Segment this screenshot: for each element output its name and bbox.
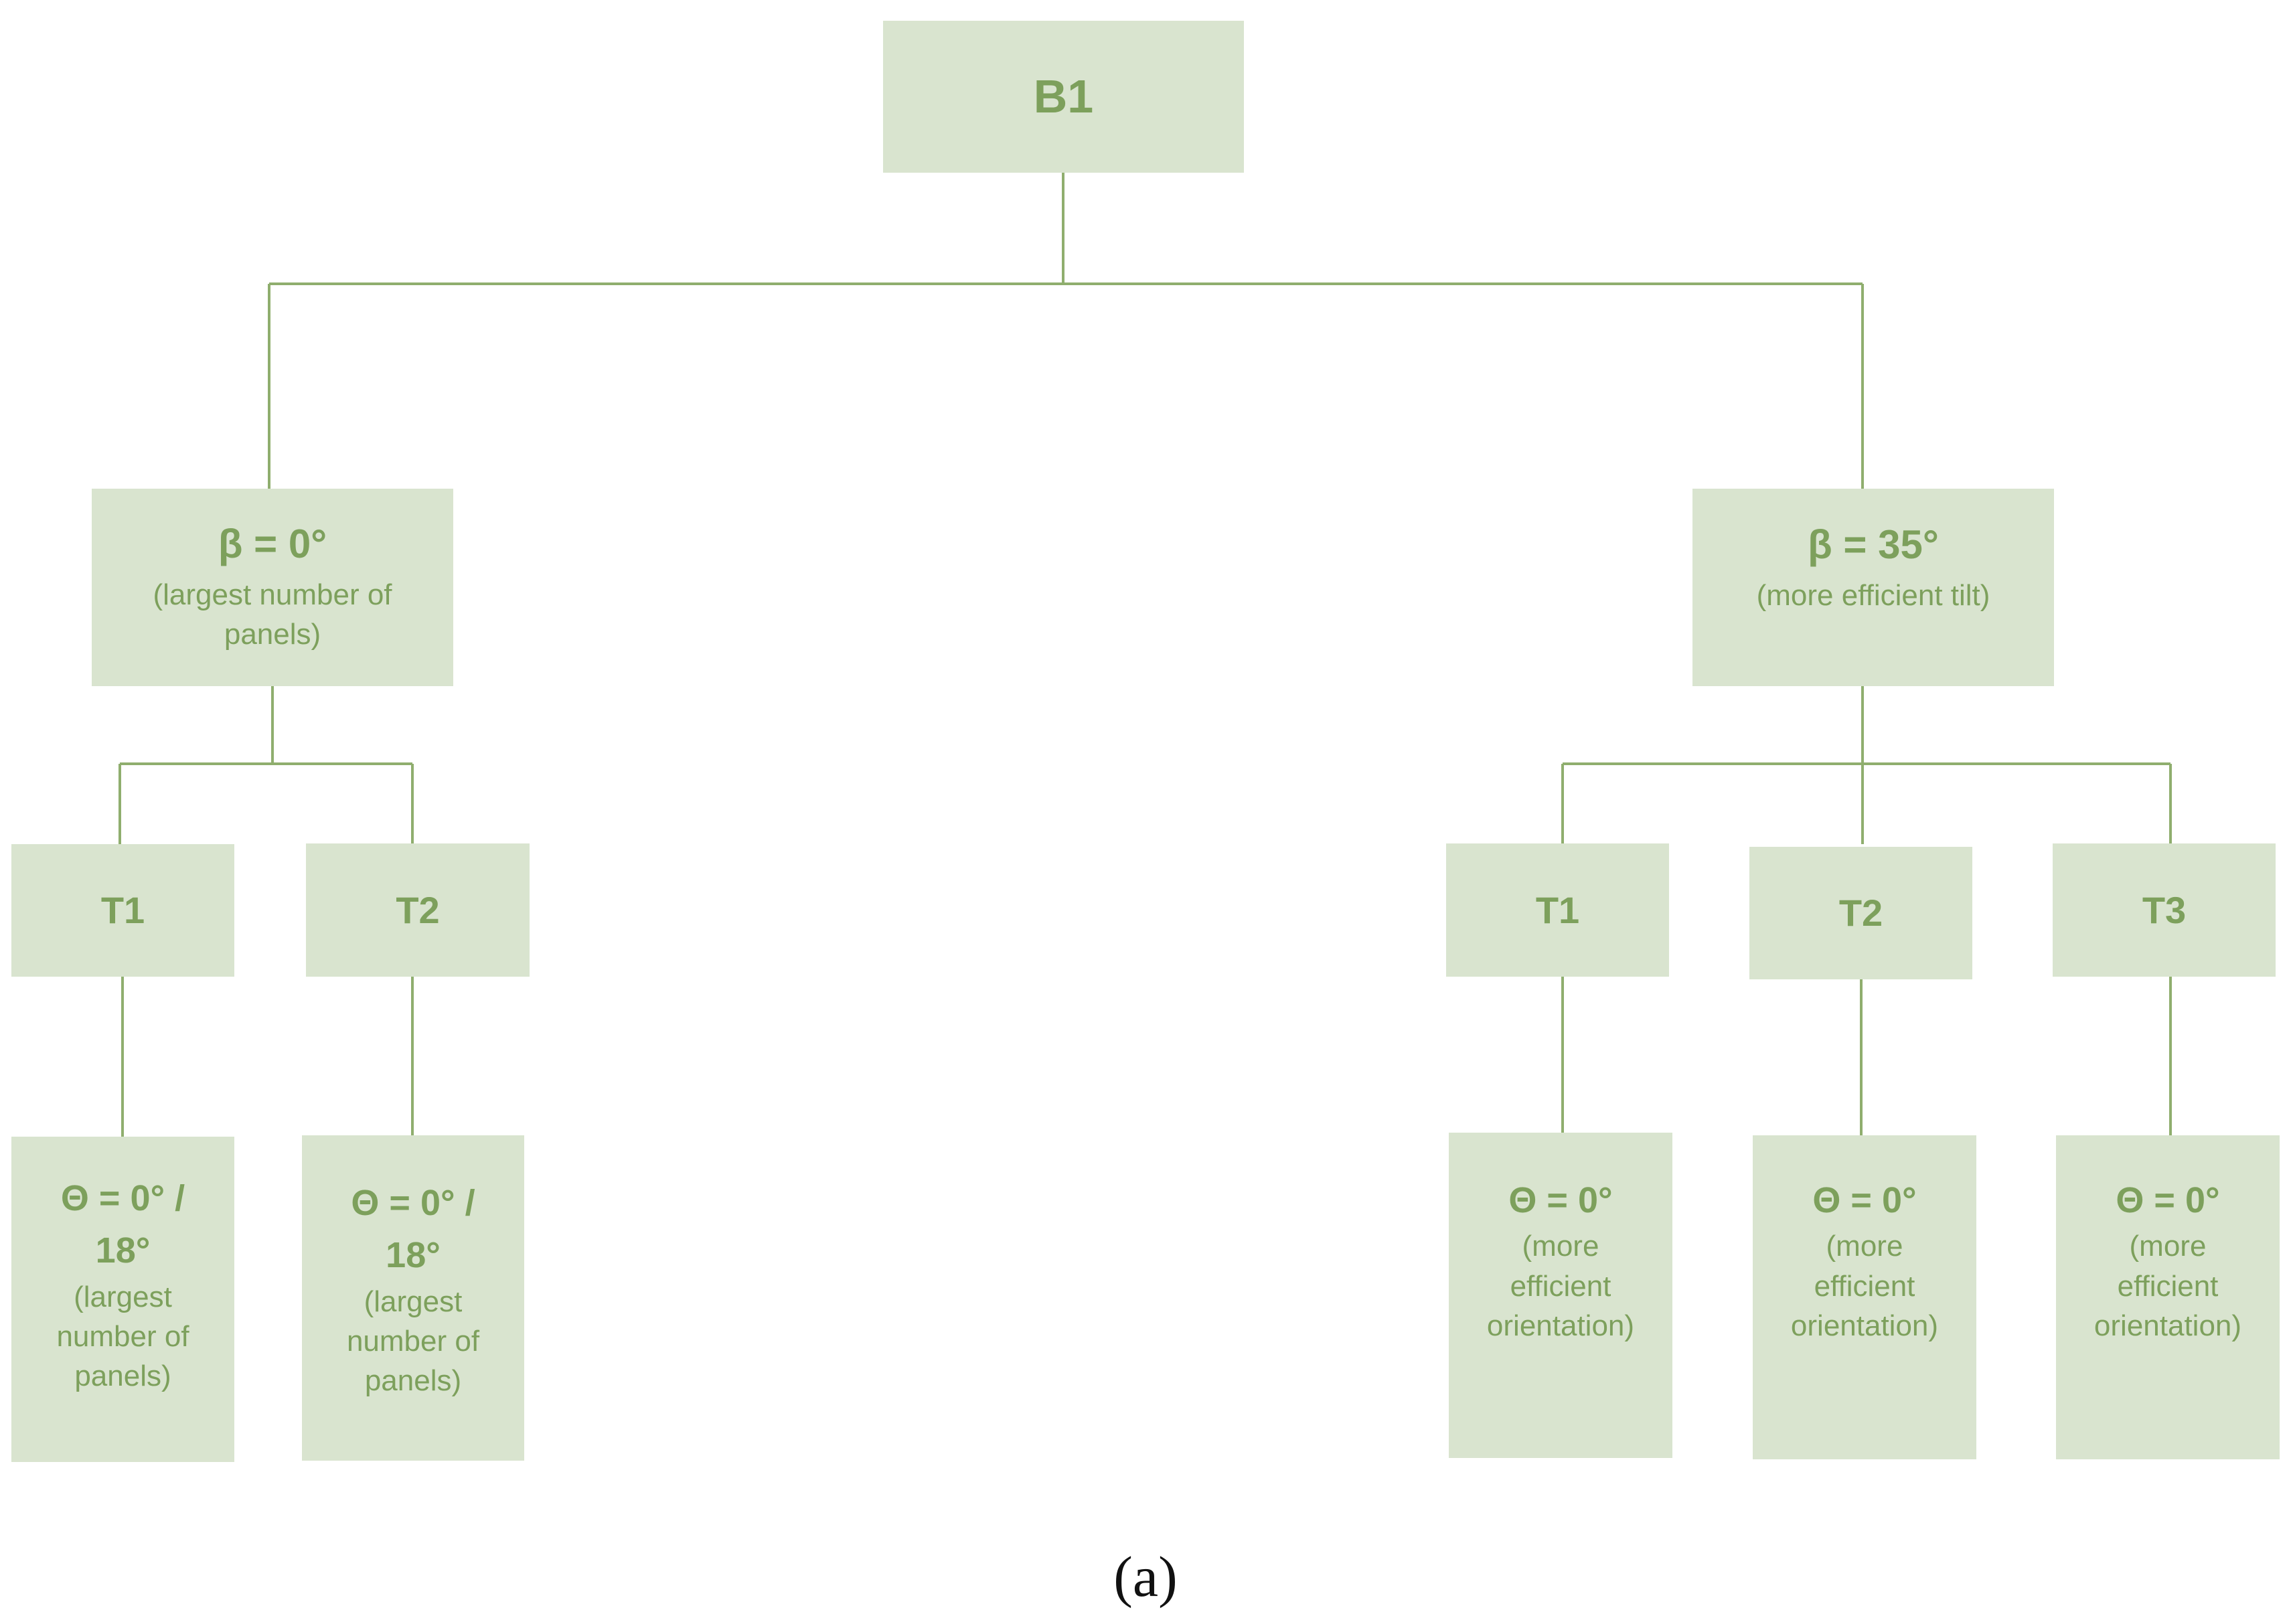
orientation-t2-left-node: Θ = 0° / 18° (largest number of panels) bbox=[302, 1135, 524, 1461]
type-t2-right-label: T2 bbox=[1838, 892, 1883, 935]
orientation-t2-left-description: (largest number of panels) bbox=[346, 1285, 480, 1398]
orientation-t2-right-label: Θ = 0° bbox=[1812, 1180, 1917, 1220]
orientation-t2-right-description: (more efficient orientation) bbox=[1790, 1230, 1939, 1343]
type-t3-right-label: T3 bbox=[2142, 888, 2187, 931]
type-t2-left-node: T2 bbox=[306, 843, 530, 977]
orientation-t3-right-node: Θ = 0° (more efficient orientation) bbox=[2056, 1135, 2280, 1459]
orientation-t1-left-node: Θ = 0° / 18° (largest number of panels) bbox=[11, 1137, 234, 1462]
tilt-0-label: β = 0° bbox=[218, 521, 327, 566]
tilt-35-node: β = 35° (more efficient tilt) bbox=[1692, 489, 2054, 686]
type-t2-left-label: T2 bbox=[396, 888, 440, 931]
root-node: B1 bbox=[883, 21, 1244, 173]
type-t1-right-node: T1 bbox=[1446, 843, 1669, 977]
orientation-t2-right-node: Θ = 0° (more efficient orientation) bbox=[1753, 1135, 1976, 1459]
orientation-t1-right-label: Θ = 0° bbox=[1508, 1180, 1613, 1220]
type-t2-right-node: T2 bbox=[1749, 847, 1972, 979]
figure-caption: (a) bbox=[1113, 1544, 1178, 1609]
tilt-0-description: (largest number of panels) bbox=[153, 578, 392, 651]
type-t1-left-label: T1 bbox=[100, 889, 145, 932]
orientation-t1-right-description: (more efficient orientation) bbox=[1486, 1230, 1635, 1343]
orientation-t3-right-description: (more efficient orientation) bbox=[2094, 1230, 2242, 1343]
orientation-t3-right-label: Θ = 0° bbox=[2116, 1180, 2220, 1220]
orientation-t1-left-description: (largest number of panels) bbox=[56, 1280, 189, 1393]
orientation-t2-left-label: Θ = 0° / 18° bbox=[351, 1183, 475, 1276]
tilt-35-description: (more efficient tilt) bbox=[1756, 579, 1990, 613]
type-t1-right-label: T1 bbox=[1535, 888, 1580, 931]
orientation-t1-right-node: Θ = 0° (more efficient orientation) bbox=[1449, 1133, 1672, 1458]
tilt-35-label: β = 35° bbox=[1808, 522, 1939, 568]
orientation-t1-left-label: Θ = 0° / 18° bbox=[60, 1178, 185, 1271]
tilt-0-node: β = 0° (largest number of panels) bbox=[92, 489, 453, 686]
type-t1-left-node: T1 bbox=[11, 844, 234, 977]
type-t3-right-node: T3 bbox=[2053, 843, 2276, 977]
root-label: B1 bbox=[1033, 70, 1094, 123]
